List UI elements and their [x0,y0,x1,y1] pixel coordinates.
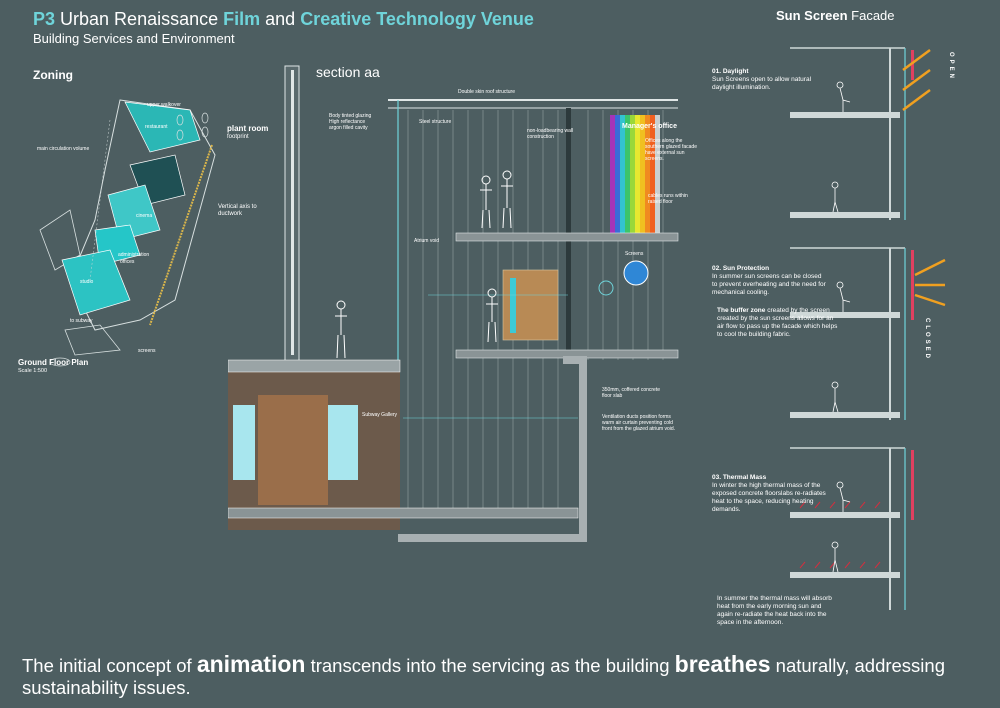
footer-part3: naturally, addressing sustainability iss… [22,655,945,698]
section-drawing [228,65,679,542]
label-restaurant: restaurant [145,124,168,130]
label-coffered: 350mm, coffered concrete floor slab [602,387,660,399]
plan-entrance [64,324,121,356]
label-atrium: Atrium void [414,238,440,244]
label-to-subway: to subway [70,318,93,324]
item-2-heading: 02. Sun Protection [712,265,770,272]
title-p3: P3 [33,9,56,29]
ground-floor-plan [39,99,216,367]
label-managers-office: Manager's office [622,123,677,130]
thermal-mass-diagram [790,447,914,610]
label-steel: Steel structure [419,119,452,125]
label-screens: screens [138,348,156,354]
plan-wing [39,209,81,271]
ovals [49,112,209,367]
ductwork-axis [149,144,213,326]
ground-floor-plan-scale: Scale 1:500 [18,368,48,374]
page-subtitle: Building Services and Environment [33,31,235,46]
sunscreen-diagrams [790,47,946,610]
sunscreen-title-bold: Sun Screen [776,8,848,23]
label-upper: upper walkover [147,102,181,108]
label-offices: offices [120,259,135,265]
title-venue: Creative Technology Venue [300,9,534,29]
label-main-circulation: main circulation volume [37,146,90,152]
timber-panel-cyan [510,278,516,333]
sunscreen-title: Sun Screen Facade [776,8,895,23]
label-cables: cables runs within raised floor [648,193,688,205]
label-screens-section: Screens [625,251,644,257]
people-figures [335,170,513,359]
label-body-tinted: Body tinted glazing High reflectance arg… [329,113,372,131]
screen-circle-small [598,280,614,296]
label-cinema: cinema [136,213,153,219]
open-label: OPEN [948,52,954,82]
basement-timber [258,395,328,505]
item-2-text: In summer sun screens can be closed to p… [712,273,826,296]
basement-window-left [233,405,255,480]
sun-protection-diagram [790,247,946,420]
label-non-loadbearing: non-loadbearing wall construction [527,128,574,140]
daylight-diagram [790,47,931,220]
sunscreen-title-rest: Facade [847,8,895,23]
title-film: Film [223,9,261,29]
foundation-wall [398,356,587,542]
item-1-text: Sun Screens open to allow natural daylig… [712,76,812,91]
zone-studio [61,249,131,316]
sunscreen-item-3-extra: In summer the thermal mass will absorb h… [717,595,832,626]
sun-screen-panels [610,115,660,233]
label-footprint: footprint [227,134,249,140]
closed-label: CLOSED [924,318,930,362]
label-administration: administration [118,252,150,258]
internal-wall [566,108,571,353]
label-offices-along: Offices along the southern glazed facade… [645,138,697,162]
item-2-extra: created by the screen created by the sun… [717,307,838,338]
item-3-text: In winter the high thermal mass of the e… [712,482,826,513]
label-studio: studio [80,279,94,285]
section-title: section aa [316,64,380,80]
basement-slab [228,507,579,519]
sunscreen-item-3: 03. Thermal Mass In winter the high ther… [712,474,827,514]
footer-statement: The initial concept of animation transce… [22,653,982,699]
footer-part1: The initial concept of [22,655,197,676]
sunscreen-item-2-extra: The buffer zone created by the screen cr… [717,307,842,339]
label-vertical-axis: Vertical axis to ductwork [218,204,257,217]
upper-floor-slab [455,232,679,242]
footer-part2: transcends into the servicing as the bui… [305,655,675,676]
ground-slab [228,359,401,373]
basement-window-right [328,405,358,480]
label-double-skin: Double skin roof structure [458,89,515,95]
screen-circle-large [623,260,649,286]
title-part2: and [260,9,301,29]
item-2-extra-bold: The buffer zone [717,307,766,314]
plan-outline [69,99,216,331]
label-ventilation: Ventilation ducts position forms warm ai… [602,414,676,432]
footer-animation: animation [196,651,306,677]
page-title: P3 Urban Renaissance Film and Creative T… [33,9,534,30]
label-subway-gallery: Subway Gallery [362,412,398,418]
zoning-heading: Zoning [33,68,73,82]
circ-line [89,119,111,281]
label-plant-room: plant room [227,124,269,133]
chimney-core [291,70,294,355]
ground-floor-plan-title: Ground Floor Plan [18,358,89,367]
title-part1: Urban Renaissance [55,9,224,29]
sunscreen-item-2: 02. Sun Protection In summer sun screens… [712,265,827,297]
item-3-heading: 03. Thermal Mass [712,474,767,481]
item-1-heading: 01. Daylight [712,68,749,75]
footer-breathes: breathes [674,651,771,677]
sunscreen-item-1: 01. Daylight Sun Screens open to allow n… [712,68,812,92]
